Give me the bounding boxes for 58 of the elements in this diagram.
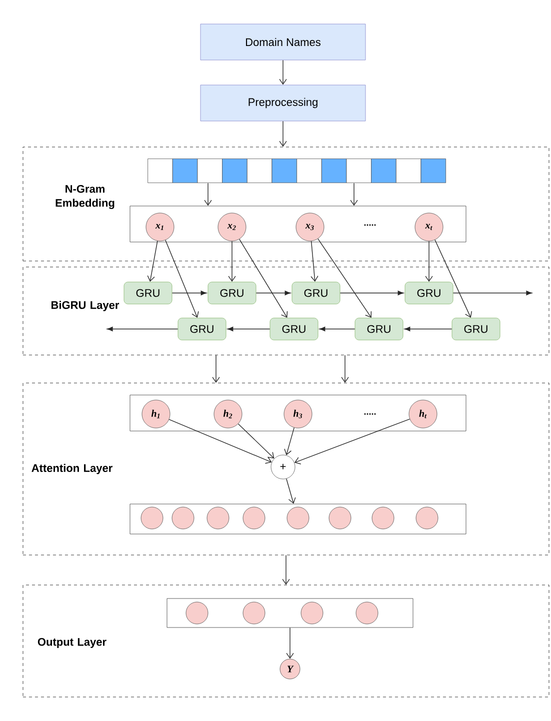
arrow	[256, 290, 291, 296]
process-box: Domain Names	[200, 24, 366, 60]
ellipsis-text: .....	[364, 224, 376, 226]
arrow	[425, 240, 433, 282]
gru-box: GRU	[292, 282, 340, 304]
arrow	[172, 290, 207, 296]
arrow	[286, 478, 296, 504]
arrow	[404, 326, 452, 332]
arrow	[452, 290, 532, 296]
neuron-circle	[416, 506, 438, 530]
arrow	[340, 290, 404, 296]
arrow	[350, 182, 358, 206]
vector-box	[130, 394, 466, 432]
gru-box: GRU	[178, 318, 226, 340]
neuron-circle	[206, 506, 230, 530]
arrow	[238, 424, 274, 459]
token-bar	[148, 158, 446, 183]
neuron-circle	[242, 602, 266, 624]
vector-box	[166, 598, 414, 628]
arrow	[286, 627, 294, 659]
gru-box: GRU	[404, 282, 454, 304]
vector-box	[130, 206, 466, 242]
ellipsis-text: .....	[364, 413, 376, 415]
arrow	[147, 240, 158, 282]
arrow	[239, 238, 288, 318]
gru-box: GRU	[452, 318, 500, 340]
arrow	[106, 326, 178, 332]
neuron-circle	[172, 506, 194, 530]
arrow	[282, 554, 290, 585]
gru-box: GRU	[354, 318, 404, 340]
neuron-circle	[242, 506, 266, 530]
arrow	[279, 60, 287, 85]
gru-box: GRU	[208, 282, 256, 304]
arrow	[228, 240, 236, 282]
arrow	[284, 427, 294, 456]
neuron-circle	[186, 602, 208, 624]
arrow	[341, 354, 349, 383]
process-box: Preprocessing	[200, 84, 366, 122]
arrow	[279, 120, 287, 147]
neuron-circle	[372, 506, 394, 530]
arrow	[168, 419, 272, 464]
arrow	[165, 240, 199, 318]
neuron-circle	[356, 602, 378, 624]
neuron-circle	[286, 506, 310, 530]
gru-box: GRU	[124, 282, 172, 304]
arrow	[319, 326, 356, 332]
arrow	[434, 240, 472, 318]
vector-box	[130, 504, 466, 534]
arrow	[318, 238, 372, 318]
arrow	[212, 354, 220, 383]
arrow	[310, 240, 318, 282]
neuron-circle	[300, 602, 324, 624]
neuron-circle	[328, 506, 352, 530]
arrow	[204, 182, 212, 206]
neuron-circle	[140, 506, 164, 530]
gru-box: GRU	[270, 318, 318, 340]
arrow	[294, 418, 410, 464]
arrow	[227, 326, 270, 332]
